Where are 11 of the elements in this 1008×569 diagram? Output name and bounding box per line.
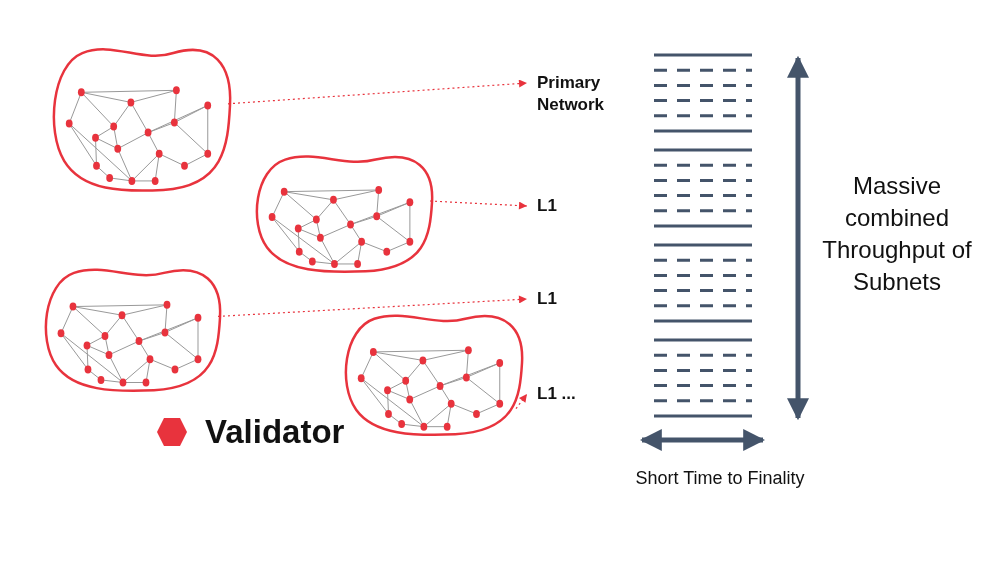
network-label: L1	[537, 288, 577, 310]
network-label: L1 ...	[537, 383, 597, 405]
throughput-label: Massive combined Throughput of Subnets	[822, 171, 972, 297]
network-label: Primary Network	[537, 72, 647, 116]
dotted-arrow	[227, 79, 528, 105]
dotted-arrow	[515, 393, 528, 410]
dotted-arrow	[217, 295, 528, 317]
dotted-arrow	[429, 200, 528, 210]
network-label: L1	[537, 195, 577, 217]
finality-label: Short Time to Finality	[634, 467, 806, 489]
legend-label: Validator	[205, 412, 345, 452]
